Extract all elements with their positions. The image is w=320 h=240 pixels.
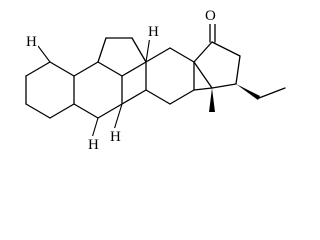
ethyl-group bbox=[236, 84, 286, 100]
bond-d5 bbox=[145, 47, 171, 63]
bond-c5 bbox=[121, 89, 147, 105]
carbonyl-bond bbox=[209, 21, 216, 43]
methyl-wedge bbox=[209, 88, 215, 112]
ring-a bbox=[25, 61, 75, 119]
hydrogen-c5-label: H bbox=[26, 34, 37, 50]
bond-b4 bbox=[97, 103, 123, 119]
bond-e5 bbox=[193, 87, 213, 91]
bond-a4 bbox=[25, 103, 51, 119]
ethyl-bond bbox=[258, 87, 286, 99]
hydrogen-c14-label: H bbox=[148, 24, 159, 40]
hash-h-c14 bbox=[145, 35, 151, 63]
ring-e bbox=[193, 41, 241, 91]
bond-c1 bbox=[97, 37, 107, 63]
bond-c6 bbox=[121, 61, 147, 77]
bond-d4 bbox=[169, 47, 195, 63]
carbonyl-oxygen-label: O bbox=[205, 8, 216, 24]
hash-h-c5 bbox=[37, 45, 51, 63]
ring-d bbox=[145, 47, 195, 105]
bond-b2 bbox=[97, 61, 123, 77]
atom-labels: O H H H H bbox=[24, 6, 220, 153]
hash-h-c9 bbox=[113, 103, 123, 131]
bond-a1 bbox=[49, 61, 75, 77]
bond-e4 bbox=[211, 83, 237, 89]
bond-d1 bbox=[145, 89, 171, 105]
steroid-structure-diagram: O H H H H bbox=[24, 6, 286, 153]
stereo-h-bonds bbox=[37, 35, 151, 139]
hash-h-c10 bbox=[91, 117, 99, 139]
bond-a6 bbox=[25, 61, 51, 77]
bond-c3 bbox=[131, 37, 147, 63]
bond-e6 bbox=[193, 61, 213, 89]
ring-c bbox=[97, 37, 147, 105]
hydrogen-c9-label: H bbox=[110, 129, 121, 145]
hydrogen-c10-label: H bbox=[88, 137, 99, 153]
bond-d2 bbox=[169, 89, 195, 105]
bond-b5 bbox=[73, 103, 99, 119]
bond-a3 bbox=[49, 103, 75, 119]
bond-e2 bbox=[211, 41, 241, 57]
bond-e3 bbox=[235, 55, 241, 85]
bond-b1 bbox=[73, 61, 99, 77]
bond-e1 bbox=[193, 41, 213, 63]
ethyl-wedge bbox=[236, 84, 260, 100]
ring-b bbox=[73, 61, 123, 119]
